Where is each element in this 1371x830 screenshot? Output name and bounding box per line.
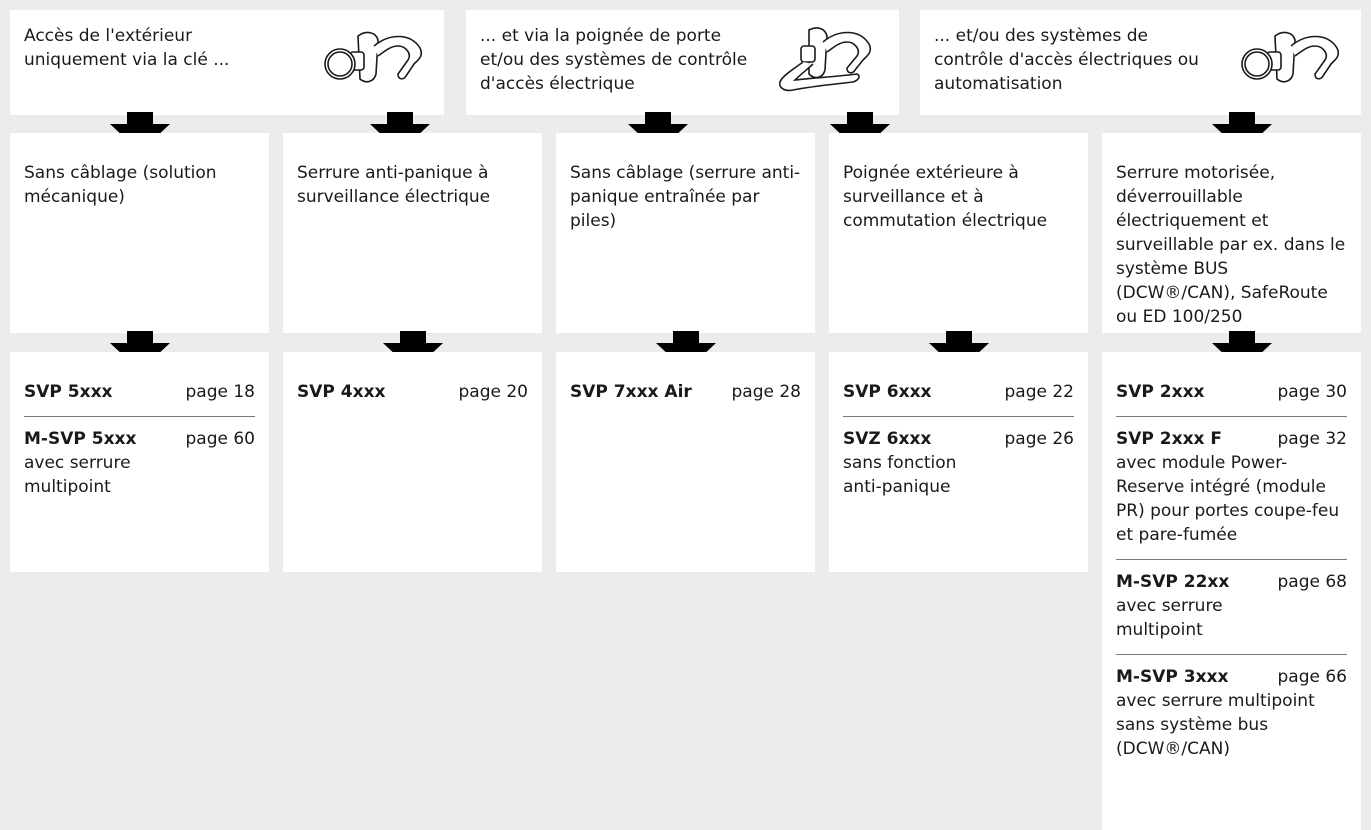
page-ref: page 18 (185, 382, 256, 402)
product-entry: SVZ 6xxx page 26 sans fonction anti-paniq… (843, 417, 1074, 511)
product-code: M-SVP 22xx (1116, 572, 1230, 592)
product-description: sans fonction anti-panique (843, 453, 957, 497)
product-entry: SVP 2xxx page 30 (1116, 352, 1347, 417)
top-box-text: ... et via la poignée de porte et/ou des… (480, 26, 748, 94)
top-box-key-only: Accès de l'extérieur uniquement via la c… (10, 10, 444, 115)
mid-box-text: Serrure anti-panique à surveillance élec… (297, 163, 491, 207)
mid-box-motorized-lock: Serrure motorisée, déverrouillable élect… (1102, 133, 1361, 333)
mid-box-text: Poignée extérieure à surveillance et à c… (843, 163, 1048, 231)
product-description: avec serrure multipoint (1116, 596, 1223, 640)
product-code: SVP 6xxx (843, 382, 932, 402)
product-box: SVP 6xxx page 22 SVZ 6xxx page 26 sans fon… (829, 352, 1088, 572)
double-lever-handle-icon (778, 27, 872, 92)
arrow-down-icon (1212, 112, 1272, 152)
page-ref: page 30 (1277, 382, 1348, 402)
mid-box-battery: Sans câblage (serrure anti-panique entra… (556, 133, 815, 333)
arrow-down-icon (110, 331, 170, 371)
product-entry: SVP 2xxx F page 32 avec module Power-Rese… (1116, 417, 1347, 560)
page-ref: page 20 (458, 382, 529, 402)
product-code: SVP 7xxx Air (570, 382, 692, 402)
product-box: SVP 2xxx page 30 SVP 2xxx F page 32 avec m… (1102, 352, 1361, 830)
top-box-electric-access: ... et/ou des systèmes de contrôle d'acc… (920, 10, 1361, 115)
arrow-down-icon (383, 331, 443, 371)
page-ref: page 32 (1277, 429, 1348, 449)
product-code: SVP 2xxx (1116, 382, 1205, 402)
page-ref: page 60 (185, 429, 256, 449)
product-code: SVP 2xxx F (1116, 429, 1223, 449)
door-knob-lever-icon (1241, 31, 1340, 83)
product-code: M-SVP 5xxx (24, 429, 137, 449)
mid-box-no-wiring: Sans câblage (solution mécanique) (10, 133, 269, 333)
top-box-text: Accès de l'extérieur uniquement via la c… (24, 26, 230, 70)
product-box: SVP 5xxx page 18 M-SVP 5xxx page 60 avec s… (10, 352, 269, 572)
page-ref: page 68 (1277, 572, 1348, 592)
product-entry: M-SVP 5xxx page 60 avec serrure multipoin… (24, 417, 255, 511)
product-description: avec module Power-Reserve intégré (modul… (1116, 453, 1340, 545)
mid-box-text: Sans câblage (serrure anti-panique entra… (570, 163, 801, 231)
product-code: SVP 5xxx (24, 382, 113, 402)
product-code: M-SVP 3xxx (1116, 667, 1229, 687)
arrow-down-icon (830, 112, 890, 152)
page-ref: page 22 (1004, 382, 1075, 402)
product-code: SVZ 6xxx (843, 429, 932, 449)
top-box-handle-access: ... et via la poignée de porte et/ou des… (466, 10, 899, 115)
mid-box-electric-monitoring: Serrure anti-panique à surveillance élec… (283, 133, 542, 333)
mid-box-text: Sans câblage (solution mécanique) (24, 163, 217, 207)
arrow-down-icon (656, 331, 716, 371)
arrow-down-icon (929, 331, 989, 371)
top-box-text: ... et/ou des systèmes de contrôle d'acc… (934, 26, 1199, 94)
product-box: SVP 7xxx Air page 28 (556, 352, 815, 572)
arrow-down-icon (628, 112, 688, 152)
door-knob-lever-icon (324, 31, 423, 83)
product-entry: SVP 7xxx Air page 28 (570, 352, 801, 416)
page-ref: page 28 (731, 382, 802, 402)
product-description: avec serrure multipoint sans système bus… (1116, 691, 1315, 759)
product-code: SVP 4xxx (297, 382, 386, 402)
mid-box-text: Serrure motorisée, déverrouillable élect… (1116, 163, 1346, 327)
arrow-down-icon (110, 112, 170, 152)
arrow-down-icon (1212, 331, 1272, 371)
product-entry: SVP 5xxx page 18 (24, 352, 255, 417)
product-entry: SVP 6xxx page 22 (843, 352, 1074, 417)
product-entry: M-SVP 3xxx page 66 avec serrure multipoin… (1116, 655, 1347, 773)
page-ref: page 66 (1277, 667, 1348, 687)
page-ref: page 26 (1004, 429, 1075, 449)
product-entry: M-SVP 22xx page 68 avec serrure multipoin… (1116, 560, 1347, 655)
product-box: SVP 4xxx page 20 (283, 352, 542, 572)
product-entry: SVP 4xxx page 20 (297, 352, 528, 416)
product-description: avec serrure multipoint (24, 453, 131, 497)
mid-box-exterior-handle: Poignée extérieure à surveillance et à c… (829, 133, 1088, 333)
arrow-down-icon (370, 112, 430, 152)
